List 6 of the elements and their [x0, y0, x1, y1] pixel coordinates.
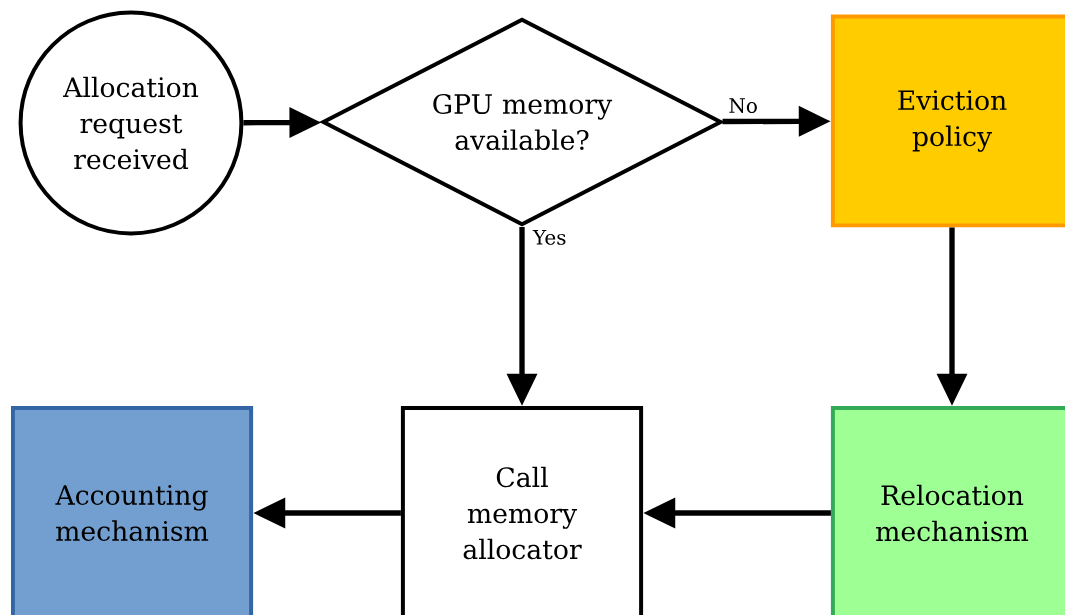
- edge-label: Yes: [530, 227, 570, 248]
- process-box: Eviction policy: [830, 14, 1065, 228]
- process-box: Call memory allocator: [400, 405, 644, 615]
- process-box: Accounting mechanism: [10, 405, 254, 615]
- process-box: Relocation mechanism: [830, 405, 1065, 615]
- edge-label: No: [725, 95, 761, 116]
